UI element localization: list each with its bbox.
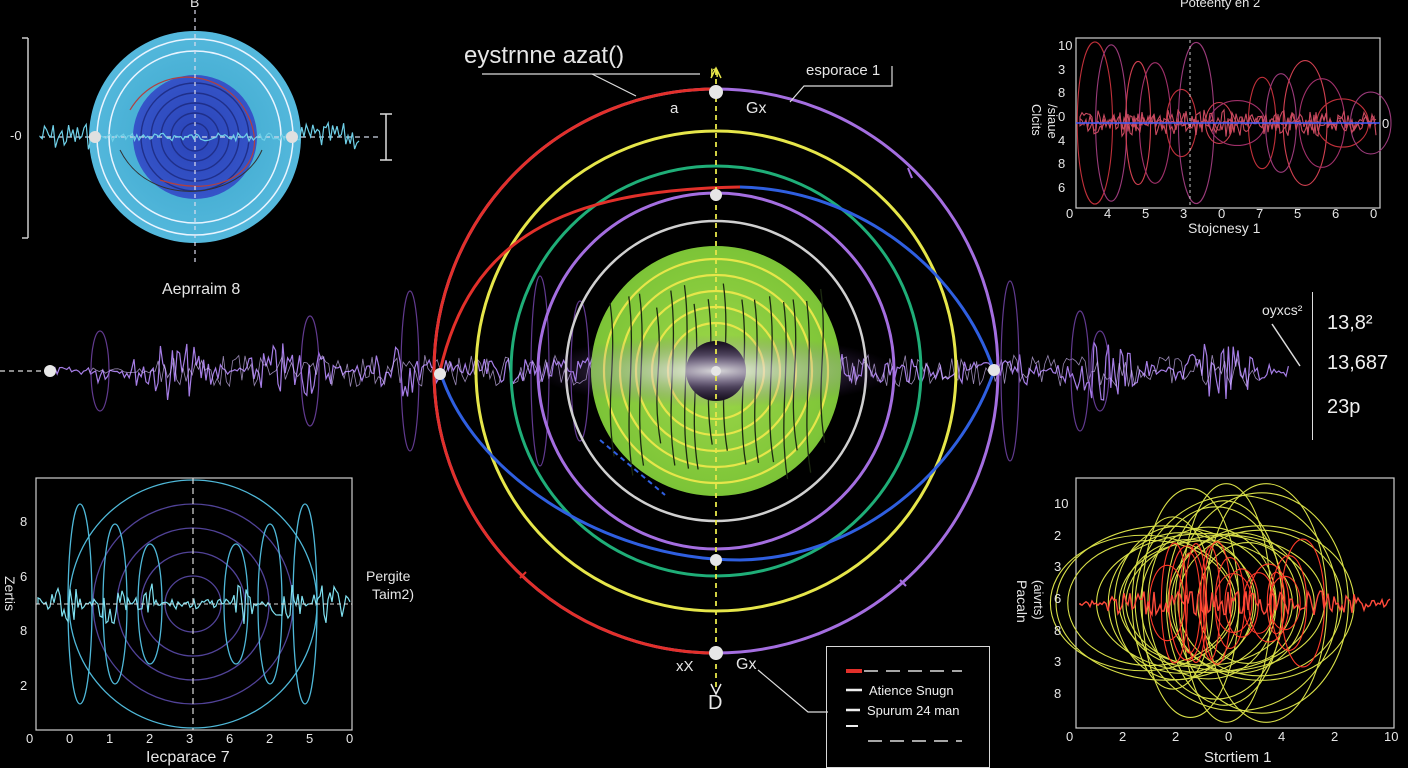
top-left-disc [22, 10, 392, 262]
bottom-left-xlabel: Iecparace 7 [146, 749, 230, 766]
top-right-y-tick-3: 0 [1058, 109, 1066, 124]
bottom-right-y-tick-1: 2 [1054, 527, 1062, 543]
central-rings [432, 66, 1000, 713]
bottom-left-x-tick-8: 0 [346, 731, 354, 746]
bottom-left-x-tick-0: 0 [26, 731, 34, 746]
bottom-left-y-tick-0: 8 [20, 514, 28, 529]
label-xx: xX [676, 658, 694, 675]
bottom-left-x-tick-6: 2 [266, 731, 274, 746]
bottom-right-y-tick-4: 8 [1054, 622, 1062, 638]
bottom-left-ylabel: Zertis [2, 576, 18, 611]
legend-swatches [846, 669, 962, 742]
bottom-left-y-tick-2: 8 [20, 623, 28, 639]
top-right-y-tick-0: 10 [1058, 38, 1073, 53]
top-right-ylabel-1: Clcits [1029, 104, 1044, 136]
top-right-right-tick: 0 [1382, 116, 1390, 131]
readout-value-2: 13,687 [1327, 352, 1389, 374]
bottom-right-y-tick-3: 6 [1054, 591, 1062, 606]
bottom-left-right-label-2: Taim2) [372, 586, 415, 602]
bottom-right-x-tick-1: 2 [1119, 729, 1127, 744]
top-right-x-tick-6: 5 [1294, 206, 1302, 221]
bottom-left-y-tick-3: 2 [20, 678, 28, 693]
bottom-right-y-tick-0: 10 [1054, 496, 1069, 511]
top-left-tick: -0 [10, 128, 22, 143]
legend-item-2: Spurum 24 man [867, 703, 960, 718]
readout-value-1: 13,8² [1327, 312, 1373, 334]
bottom-right-ylabel-1: Pacaln [1014, 580, 1030, 623]
top-right-x-tick-0: 0 [1066, 206, 1074, 221]
top-right-x-tick-8: 0 [1370, 206, 1378, 221]
top-right-y-tick-4: 4 [1058, 132, 1066, 148]
top-right-x-tick-1: 4 [1104, 206, 1112, 221]
top-right-x-tick-4: 0 [1218, 206, 1226, 221]
bottom-right-xlabel: Stcrtiem 1 [1204, 749, 1272, 766]
bottom-right-y-tick-2: 3 [1054, 559, 1062, 575]
readout-pointer [1271, 323, 1301, 367]
readout-panel: 13,8² 13,687 23p [1312, 292, 1408, 440]
label-gx-bottom: Gx [736, 656, 757, 673]
top-right-x-tick-2: 5 [1142, 206, 1150, 221]
top-right-x-tick-7: 6 [1332, 206, 1340, 221]
bottom-right-y-tick-5: 3 [1054, 654, 1062, 670]
bottom-left-x-tick-4: 3 [186, 731, 194, 746]
top-right-y-tick-5: 8 [1058, 156, 1066, 172]
callout-right: esporace 1 [806, 62, 881, 79]
bottom-left-x-tick-1: 0 [66, 731, 74, 746]
label-a: a [670, 100, 679, 117]
bottom-left-x-tick-5: 6 [226, 731, 234, 746]
bottom-right-x-tick-6: 10 [1384, 729, 1399, 744]
bottom-left-right-label-1: Pergite [366, 568, 411, 584]
label-d: D [708, 692, 723, 714]
bottom-left-x-tick-7: 5 [306, 731, 314, 746]
top-right-xlabel: Stojcnesy 1 [1188, 220, 1261, 236]
label-n: n [710, 64, 719, 81]
label-gx-top: Gx [746, 100, 767, 117]
bottom-left-plot [35, 477, 353, 731]
top-right-title: Poteenty en 2 [1180, 0, 1261, 10]
top-right-y-tick-1: 3 [1058, 61, 1066, 77]
main-title: eystrnne azat() [464, 42, 625, 69]
bottom-left-x-tick-2: 1 [106, 731, 114, 746]
top-right-y-tick-6: 6 [1058, 180, 1066, 195]
top-left-label-b: B [190, 0, 200, 10]
bottom-right-x-tick-5: 2 [1331, 729, 1339, 744]
legend-box: Atience Snugn Spurum 24 man [826, 646, 990, 768]
legend-item-1: Atience Snugn [869, 683, 954, 698]
bottom-right-x-tick-2: 2 [1172, 729, 1180, 744]
bottom-right-y-tick-6: 8 [1054, 686, 1062, 701]
bottom-right-x-tick-4: 4 [1278, 729, 1286, 744]
bottom-left-x-tick-3: 2 [146, 731, 154, 746]
bottom-right-x-tick-0: 0 [1066, 729, 1074, 744]
readout-value-3: 23p [1327, 396, 1361, 418]
top-right-y-tick-2: 8 [1058, 85, 1066, 101]
top-right-x-tick-5: 7 [1256, 206, 1264, 221]
bottom-left-y-tick-1: 6 [20, 568, 28, 584]
top-right-x-tick-3: 3 [1180, 206, 1188, 221]
top-left-caption: Aeprraim 8 [162, 281, 241, 298]
bottom-right-x-tick-3: 0 [1225, 729, 1233, 744]
top-right-plot [1075, 37, 1392, 209]
readout-label: oyxcs² [1262, 302, 1303, 318]
bottom-right-plot [1049, 477, 1395, 729]
bottom-right-ylabel-2: (aivrts) [1031, 580, 1046, 620]
